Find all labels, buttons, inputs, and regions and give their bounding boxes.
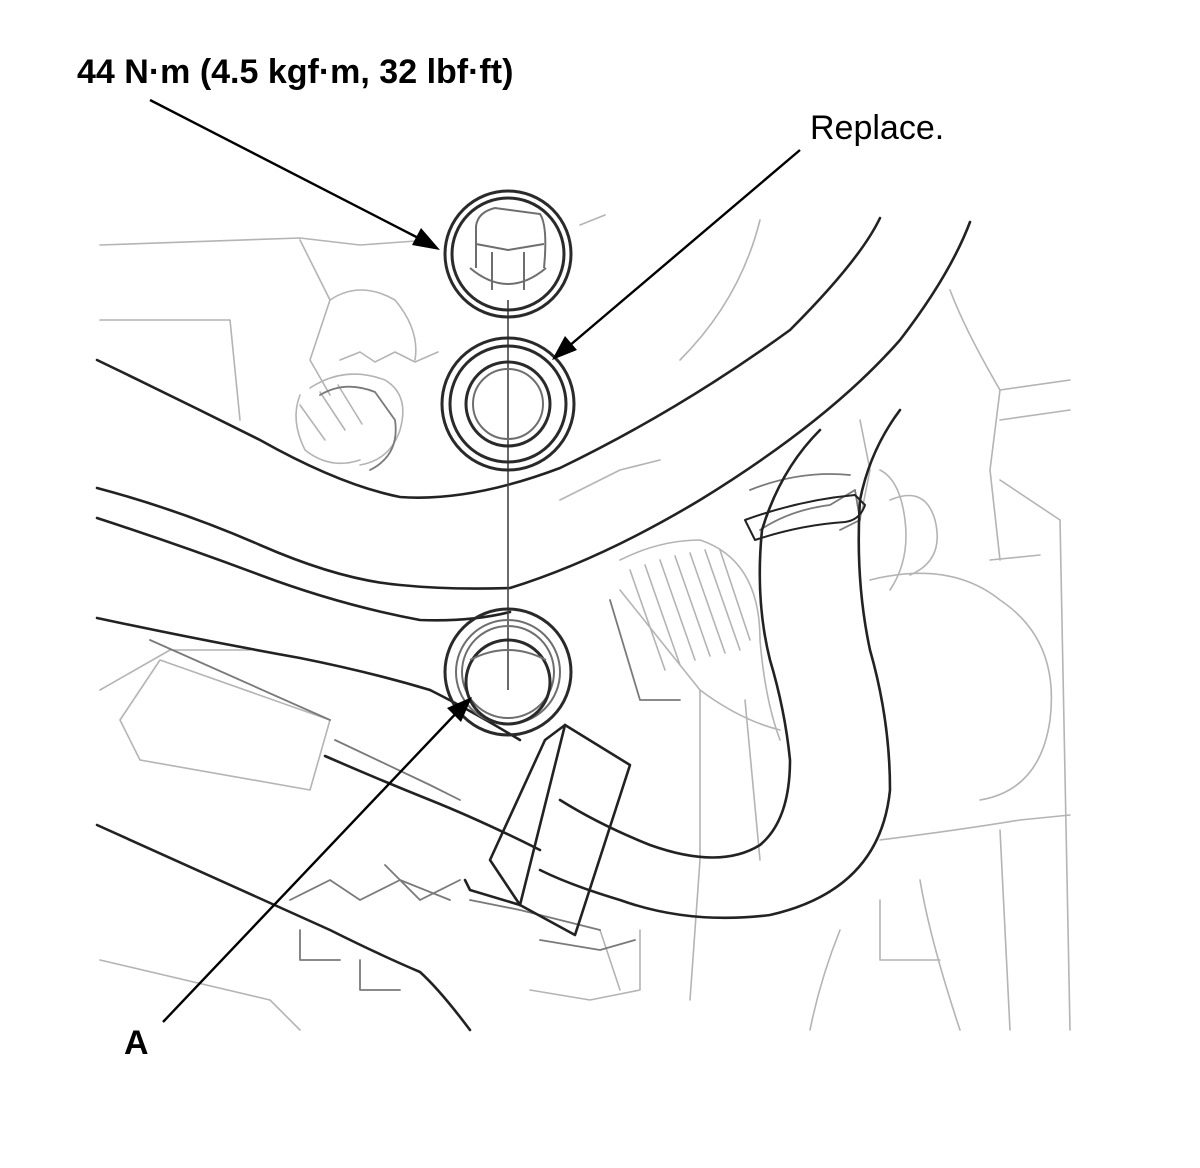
- replace-note-label: Replace.: [810, 109, 945, 147]
- hydraulic-lines: [95, 216, 972, 1032]
- threaded-port-icon: [443, 607, 573, 737]
- torque-leader: [149, 98, 440, 250]
- torque-spec-label: 44 N·m (4.5 kgf·m, 32 lbf·ft): [77, 53, 514, 91]
- flange-bolt-icon: [443, 189, 573, 319]
- replace-leader: [552, 149, 801, 360]
- part-a-leader: [162, 697, 472, 1023]
- sealing-washer-icon: [440, 336, 576, 472]
- part-a-label: A: [124, 1024, 149, 1062]
- background-engine-detail: [99, 214, 1071, 1031]
